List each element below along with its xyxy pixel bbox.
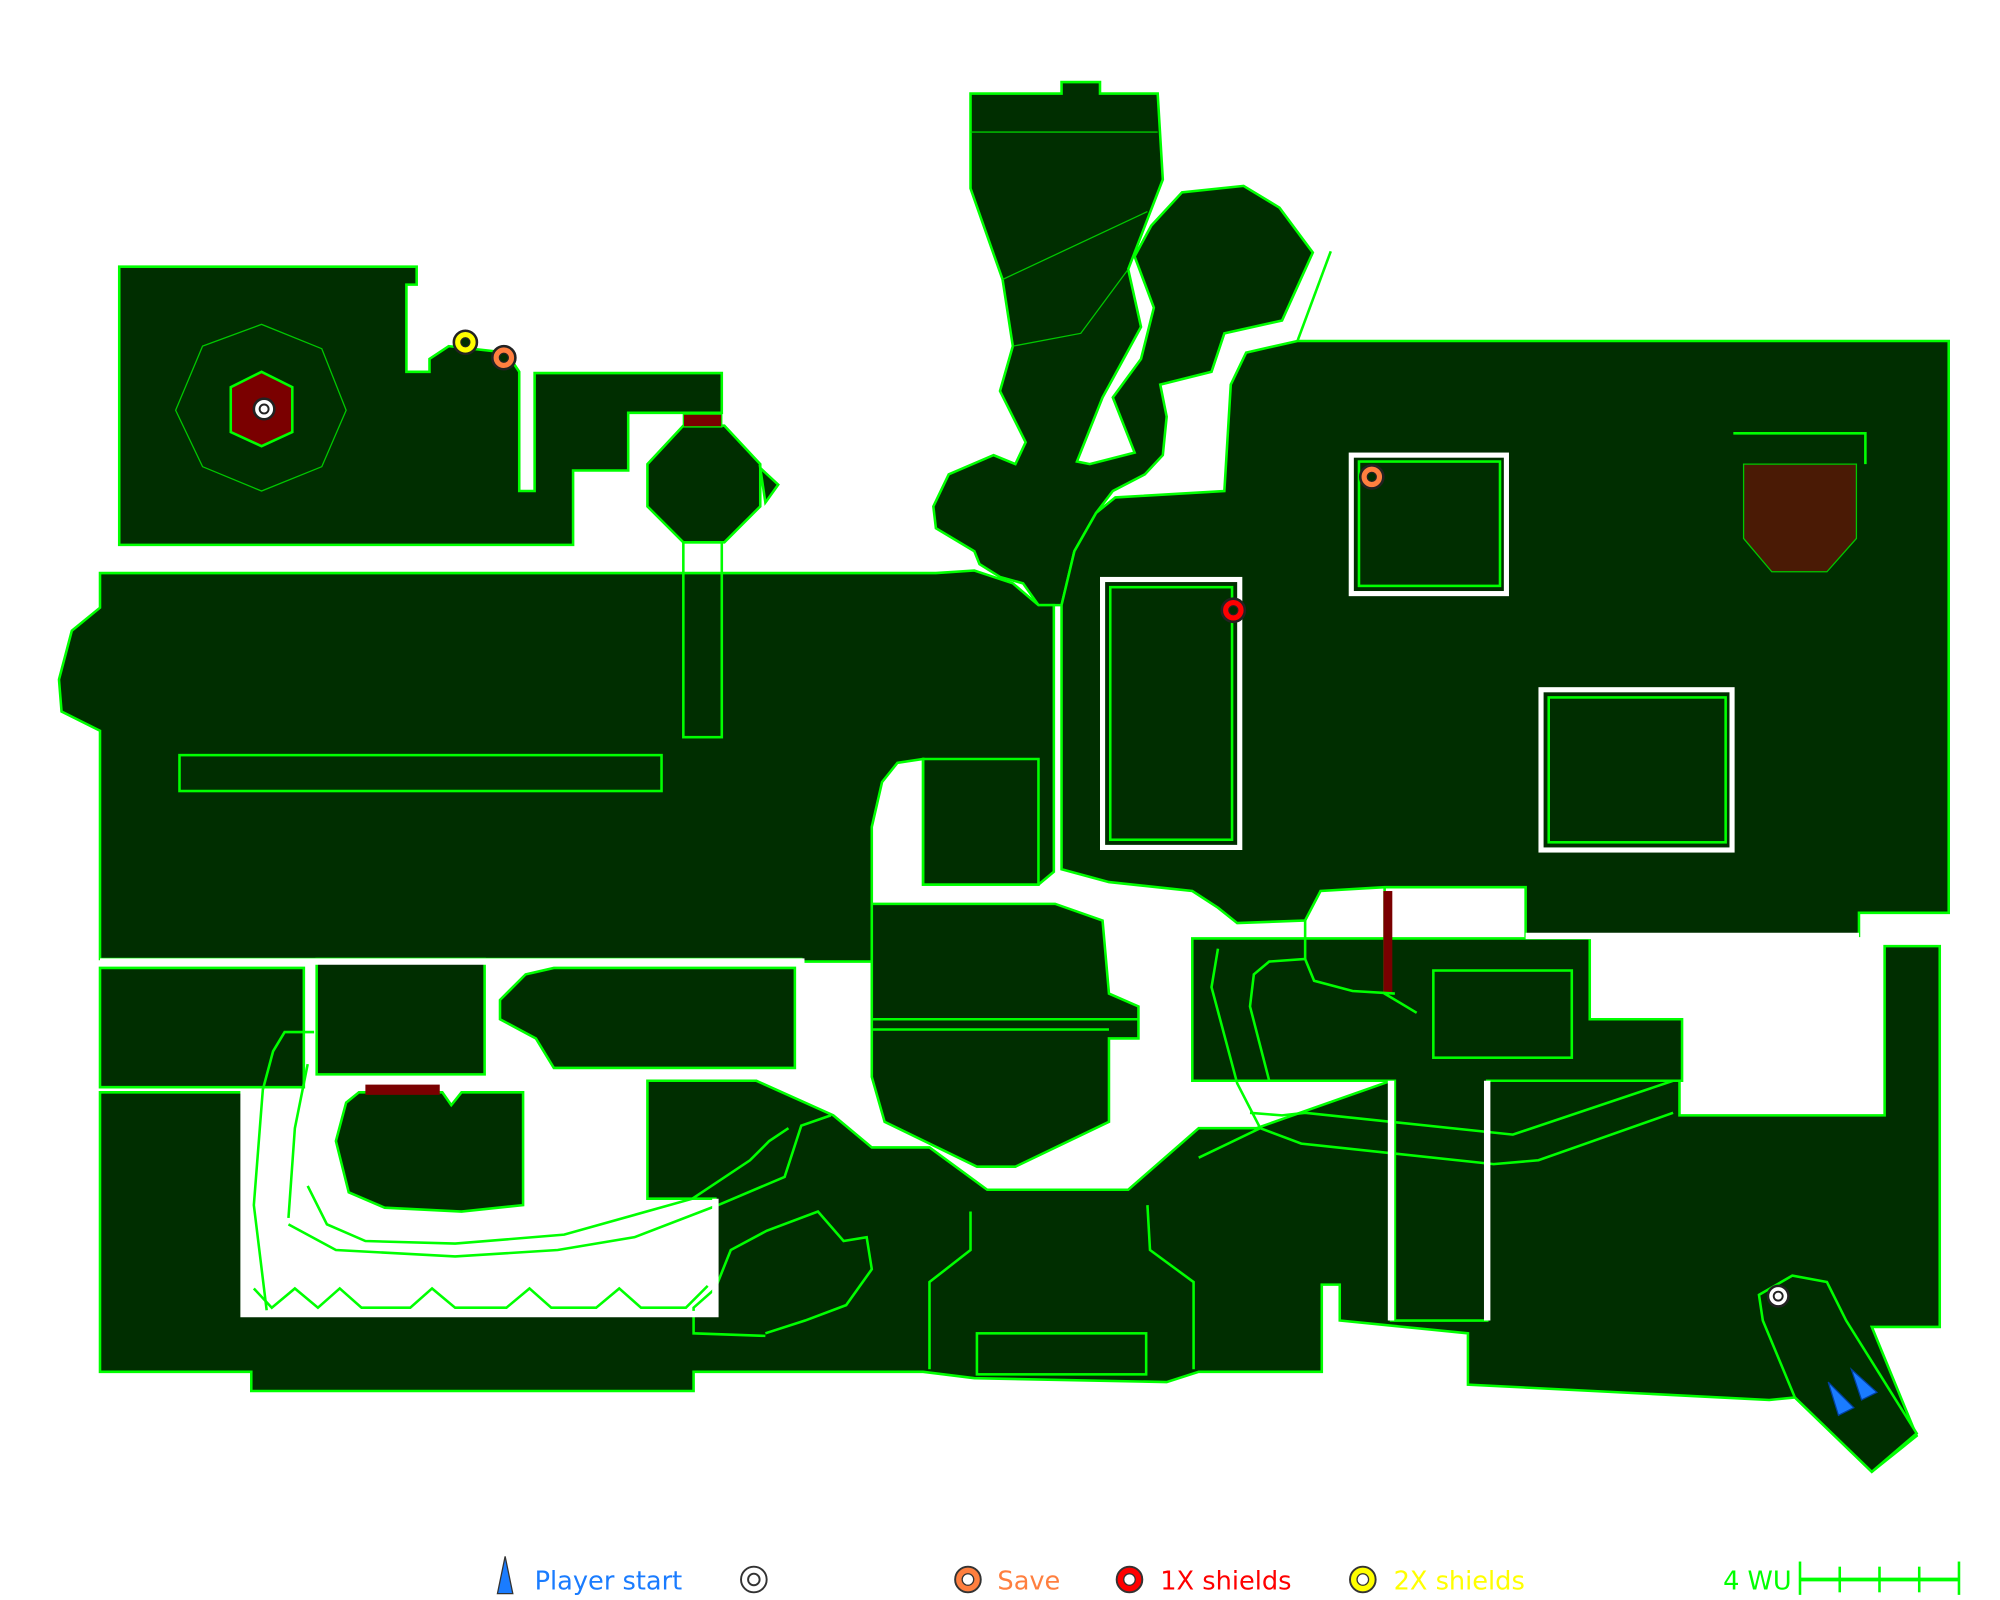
shields-2x-icon <box>1349 1565 1377 1594</box>
scale-label: 4 WU <box>1723 1567 1792 1597</box>
teleport-icon <box>740 1565 768 1594</box>
area-southwest <box>98 966 306 1089</box>
room-central <box>870 902 1140 1168</box>
room-octagon <box>646 424 762 544</box>
scale-bar <box>1798 1561 1961 1595</box>
hall-west <box>57 569 1056 963</box>
teleport-marker[interactable] <box>1766 1284 1790 1308</box>
legend-2x-shields: 2X shields <box>1394 1567 1525 1597</box>
legend: Player start Save 1X shields 2X shields … <box>496 1556 1961 1597</box>
save-marker[interactable] <box>491 344 517 371</box>
player-start-marker[interactable] <box>1849 1367 1879 1401</box>
map-markers <box>252 329 1879 1417</box>
shields-1x-marker[interactable] <box>1220 597 1247 624</box>
teleport-marker[interactable] <box>252 397 276 421</box>
tower-north <box>932 80 1315 607</box>
legend-1x-shields: 1X shields <box>1160 1567 1291 1597</box>
room-northwest <box>117 265 724 547</box>
area-south <box>98 944 1942 1474</box>
exit-pod <box>1757 1274 1919 1474</box>
map-floors <box>57 80 1951 1474</box>
player-start-icon <box>496 1556 514 1595</box>
shields-1x-icon <box>1115 1565 1144 1594</box>
shields-2x-marker[interactable] <box>452 329 479 356</box>
save-marker[interactable] <box>1358 464 1385 490</box>
save-icon <box>954 1565 982 1594</box>
legend-player-start: Player start <box>535 1567 683 1597</box>
legend-save: Save <box>997 1567 1060 1597</box>
player-start-marker[interactable] <box>1827 1381 1855 1417</box>
